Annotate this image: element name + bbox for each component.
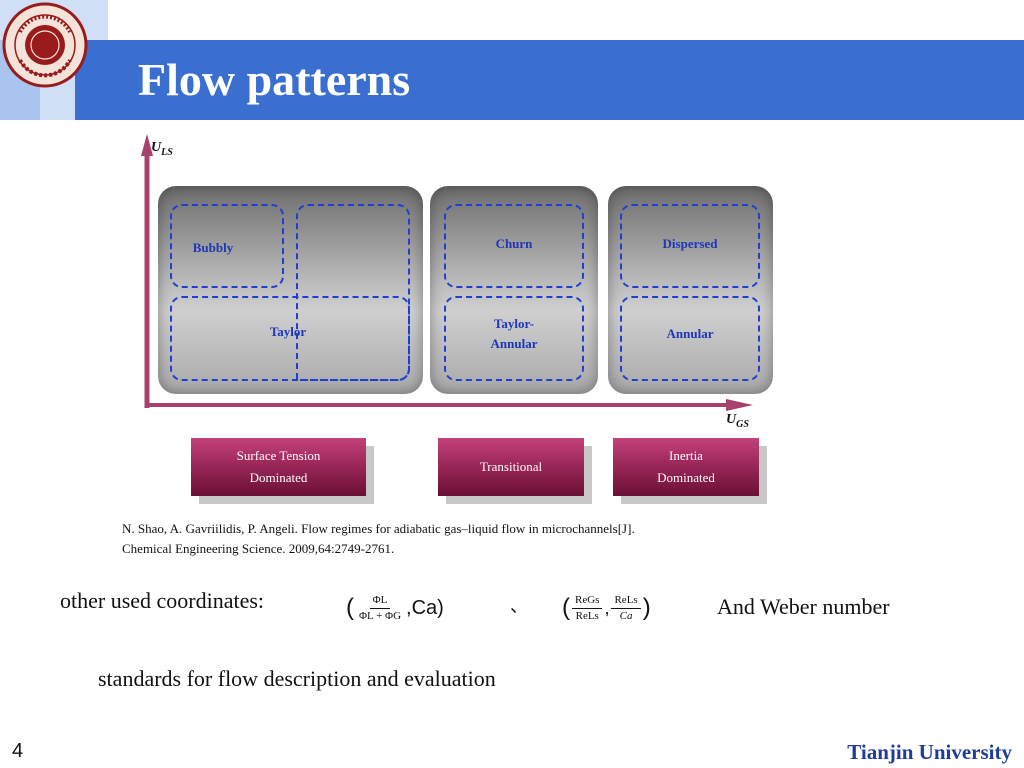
taylor-region: [170, 296, 410, 381]
taylor-annular-label-1: Taylor-: [493, 316, 535, 331]
transitional-regime-panel: Churn Taylor- Annular: [430, 186, 598, 394]
axes: [141, 134, 753, 411]
bubbly-region: [170, 204, 284, 288]
formula-reynolds: ( ReGs ReLs , ReLs Ca ): [562, 593, 651, 622]
dispersed-label: Dispersed: [662, 236, 718, 251]
flow-regime-map: ULS UGS Bubbly Taylor Churn Taylor- Annu…: [138, 130, 778, 510]
university-seal-logo: [2, 2, 88, 88]
footer-university: Tianjin University: [847, 740, 1012, 764]
x-axis-arrow: [726, 399, 753, 411]
inertia-regime-panel: Dispersed Annular: [608, 186, 773, 394]
x-axis-label: UGS: [726, 412, 749, 430]
annular-label: Annular: [666, 326, 714, 341]
churn-region: [444, 204, 584, 288]
y-axis-arrow: [141, 134, 153, 156]
formula1-numerator: ΦL: [369, 593, 391, 609]
y-axis-label: ULS: [151, 140, 173, 158]
standards-text: standards for flow description and evalu…: [98, 666, 496, 691]
title-bar: [75, 40, 1024, 120]
citation: N. Shao, A. Gavriilidis, P. Angeli. Flow…: [122, 521, 635, 556]
other-coordinates-text: other used coordinates:: [60, 588, 265, 613]
page-number: 4: [12, 740, 24, 762]
taylor-label: Taylor: [269, 324, 307, 339]
churn-label: Churn: [495, 236, 533, 251]
annular-region: [620, 296, 760, 381]
weber-number-text: And Weber number: [717, 594, 890, 619]
slide-title: Flow patterns: [138, 54, 411, 105]
bubbly-label: Bubbly: [192, 240, 234, 255]
dispersed-region: [620, 204, 760, 288]
transitional-box: Transitional: [438, 438, 584, 496]
surface-tension-regime-panel: Bubbly Taylor: [158, 186, 423, 394]
taylor-annular-label-2: Annular: [490, 336, 538, 351]
formula1-denominator: ΦL + ΦG: [359, 609, 402, 622]
separator: 、: [510, 596, 528, 616]
formula-holdup-ca: ( ΦL ΦL + ΦG ,Ca): [346, 593, 444, 622]
taylor-annular-region: [444, 296, 584, 381]
